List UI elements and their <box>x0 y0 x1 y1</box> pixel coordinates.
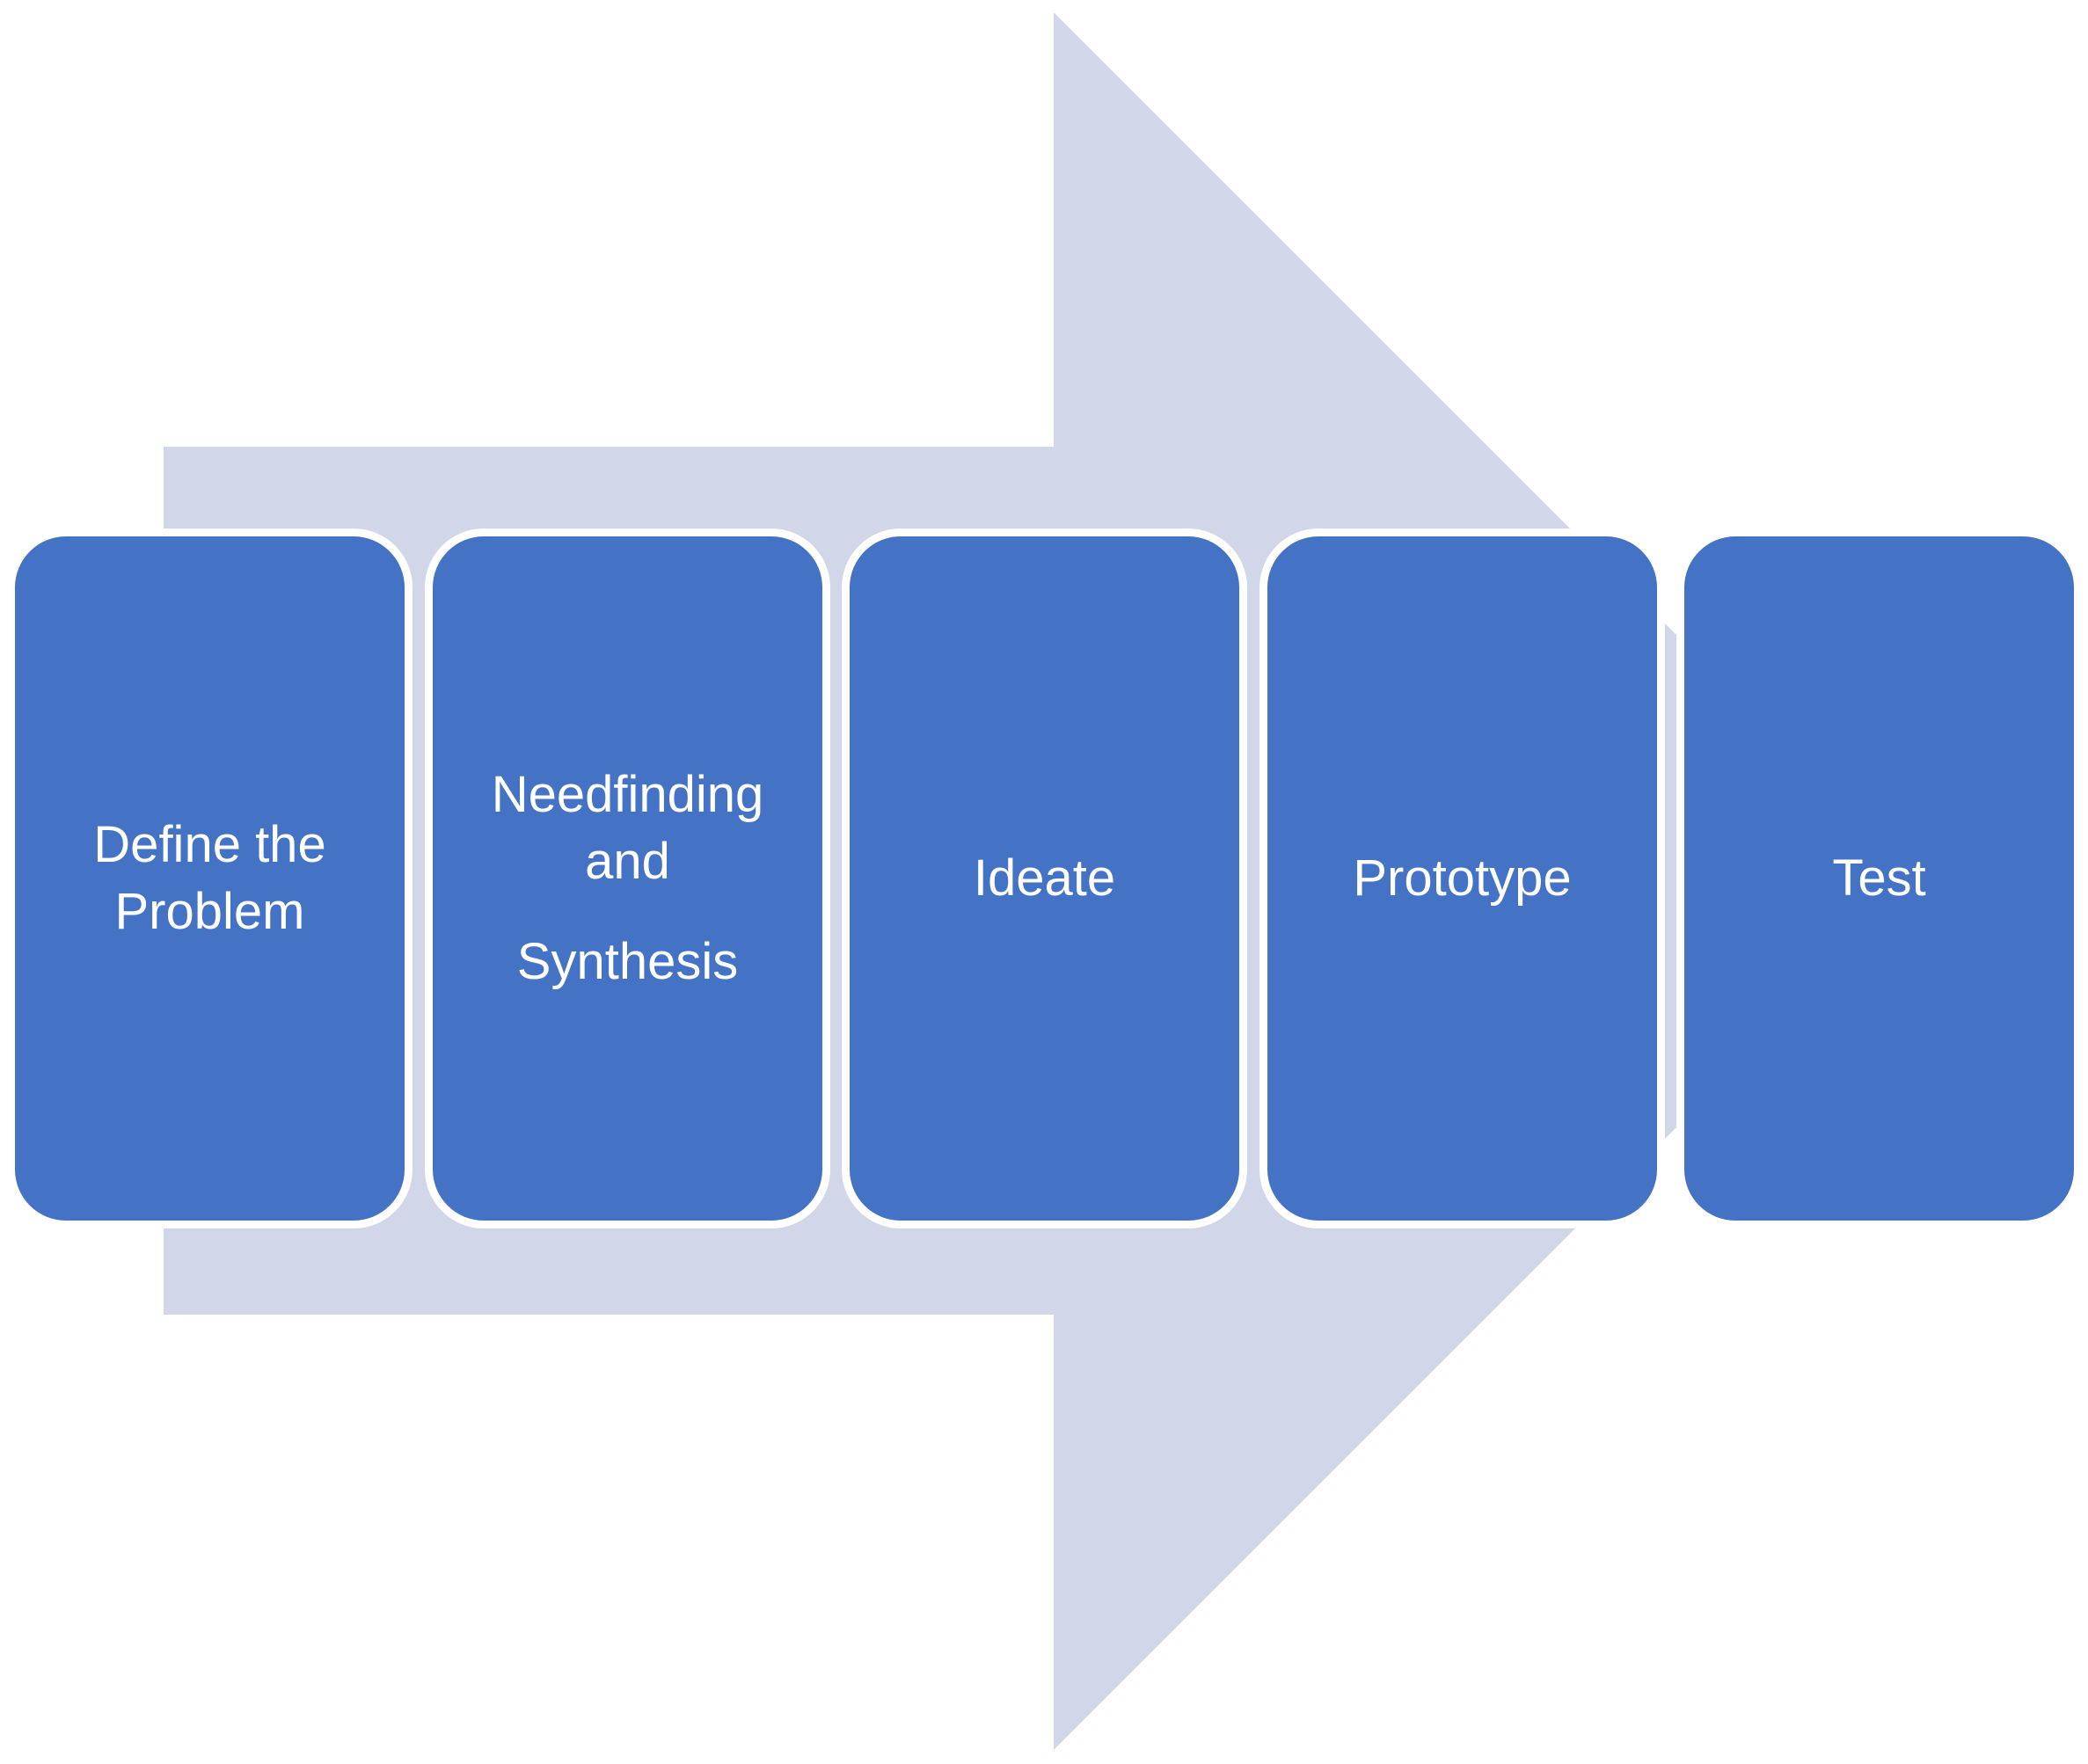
step-text-line: Needfinding <box>491 766 764 823</box>
step-text-line: Test <box>1832 849 1926 907</box>
step-text-line: Problem <box>114 883 305 940</box>
step-text-line: Ideate <box>973 849 1116 907</box>
step-text-line: Define the <box>93 816 326 873</box>
process-step-ideate: Ideate <box>850 536 1239 1221</box>
process-step-define-the-problem: Define the Problem <box>15 536 405 1221</box>
step-text-line: and <box>585 833 670 890</box>
process-step-prototype: Prototype <box>1267 536 1657 1221</box>
process-step-needfinding-and-synthesis: Needfinding and Synthesis <box>433 536 822 1221</box>
step-text-line: Synthesis <box>516 933 739 990</box>
step-text-line: Prototype <box>1353 849 1572 907</box>
process-step-test: Test <box>1684 536 2074 1221</box>
